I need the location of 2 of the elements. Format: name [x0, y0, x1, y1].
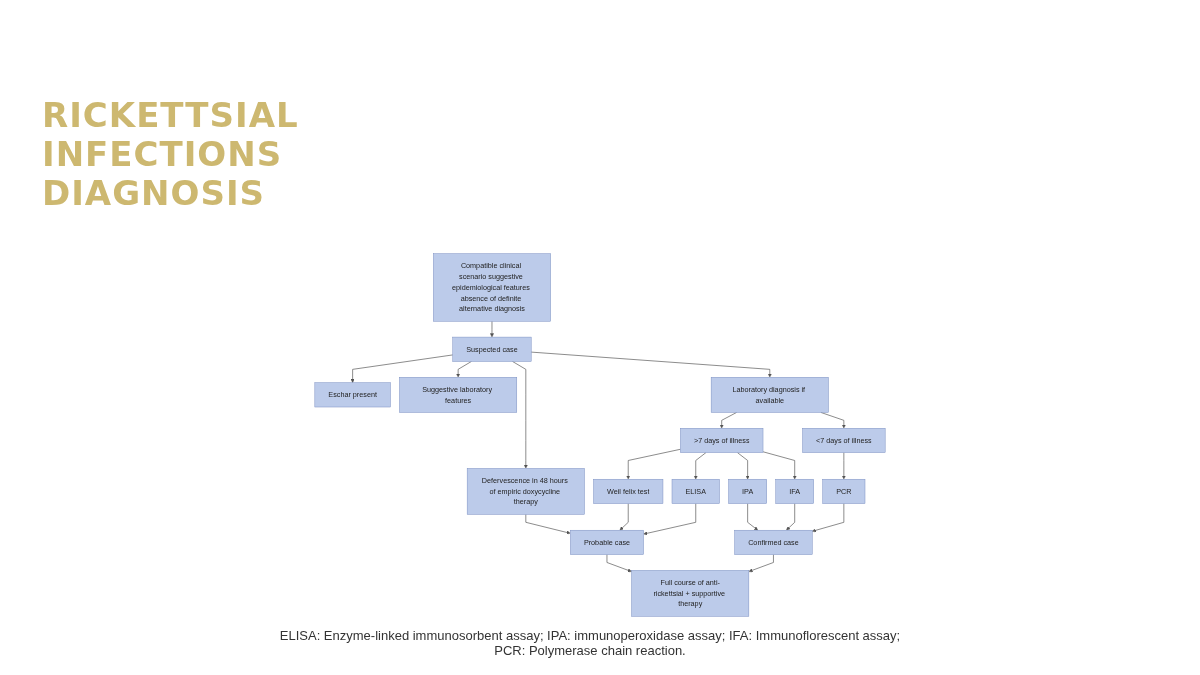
- title: RICKETTSIAL INFECTIONS DIAGNOSIS: [42, 96, 300, 213]
- caption: ELISA: Enzyme-linked immunosorbent assay; IPA: immunoperoxidase assay; IFA: Immunoflorescent assay; PCR: Polymerase chain reaction.: [278, 628, 902, 658]
